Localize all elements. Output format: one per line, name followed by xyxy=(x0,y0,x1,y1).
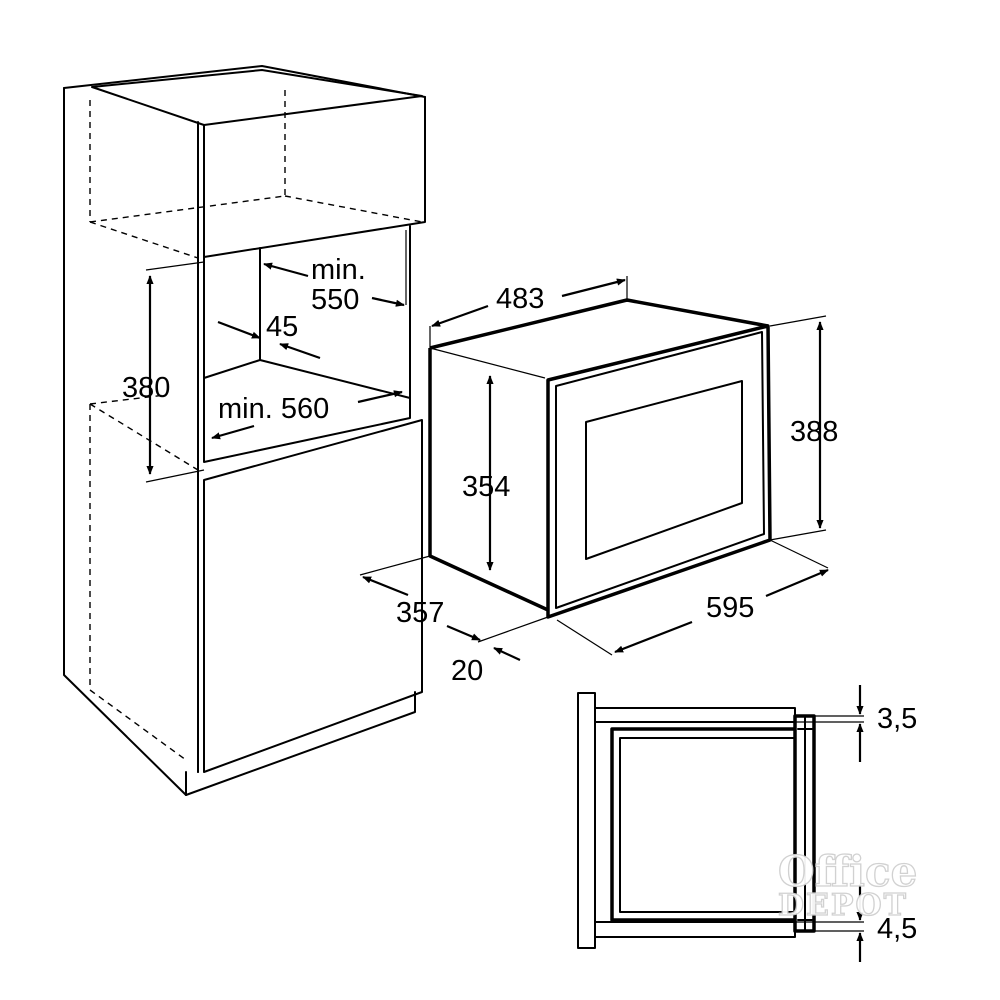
niche-height-label: 380 xyxy=(122,372,170,404)
microwave xyxy=(428,298,772,619)
niche-min-width-value: 550 xyxy=(311,284,359,316)
section-extension-lines xyxy=(795,715,864,932)
niche-min-width-label: min. xyxy=(311,254,366,286)
appliance-depth-top-label: 483 xyxy=(496,283,544,315)
cabinet xyxy=(63,65,426,796)
svg-text:Office: Office xyxy=(778,847,917,896)
office-depot-watermark: Office DEPOT xyxy=(777,846,918,923)
appliance-front-height-label: 388 xyxy=(790,416,838,448)
section-detail xyxy=(577,692,816,949)
appliance-dimension-arrows xyxy=(362,278,829,661)
top-gap-label: 3,5 xyxy=(877,703,917,735)
appliance-depth-side-label: 357 xyxy=(396,597,444,629)
appliance-width-label: 595 xyxy=(706,592,754,624)
cabinet-extension-lines xyxy=(145,230,407,483)
svg-text:DEPOT: DEPOT xyxy=(778,888,908,923)
front-panel-thickness-label: 20 xyxy=(451,655,483,687)
niche-min-depth-label: min. 560 xyxy=(218,393,329,425)
niche-offset-label: 45 xyxy=(266,311,298,343)
bottom-gap-label: 4,5 xyxy=(877,913,917,945)
appliance-extension-lines xyxy=(359,276,829,656)
appliance-body-height-label: 354 xyxy=(462,471,510,503)
cabinet-dimension-arrows xyxy=(146,262,405,475)
